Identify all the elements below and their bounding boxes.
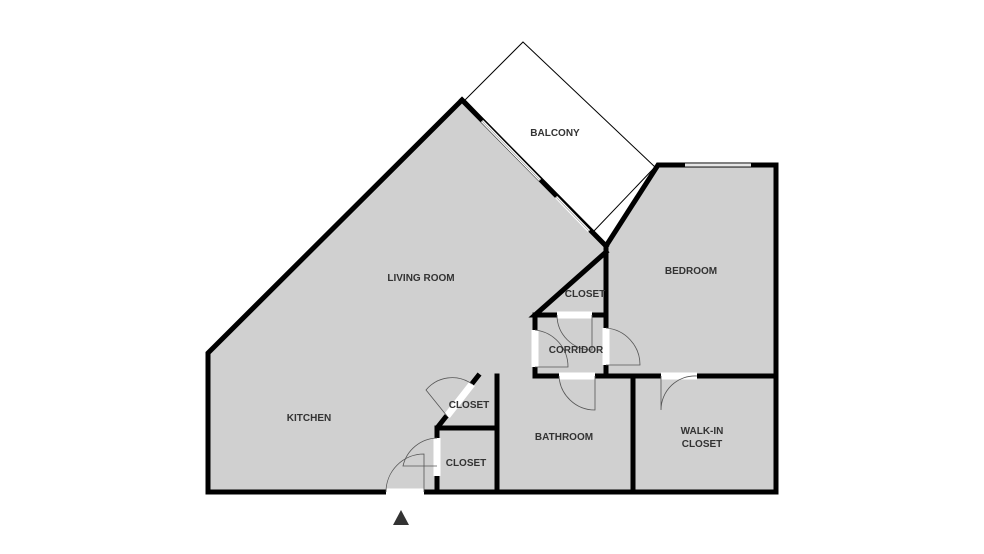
label-walk-in-line2: CLOSET xyxy=(682,439,723,450)
label-balcony: BALCONY xyxy=(530,128,580,139)
label-bedroom: BEDROOM xyxy=(665,266,717,277)
label-bathroom: BATHROOM xyxy=(535,432,593,443)
entrance-triangle-icon xyxy=(393,510,409,525)
label-closet-lower: CLOSET xyxy=(446,458,487,469)
label-closet-upper: CLOSET xyxy=(565,289,606,300)
doors xyxy=(385,311,698,496)
bedroom-floor xyxy=(606,165,776,376)
label-closet-middle: CLOSET xyxy=(449,400,490,411)
label-living-room: LIVING ROOM xyxy=(387,273,454,284)
label-corridor: CORRIDOR xyxy=(549,345,604,356)
label-walk-in-line1: WALK-IN xyxy=(681,426,724,437)
windows xyxy=(480,119,751,233)
living-room-floor xyxy=(208,100,606,492)
label-kitchen: KITCHEN xyxy=(287,413,331,424)
